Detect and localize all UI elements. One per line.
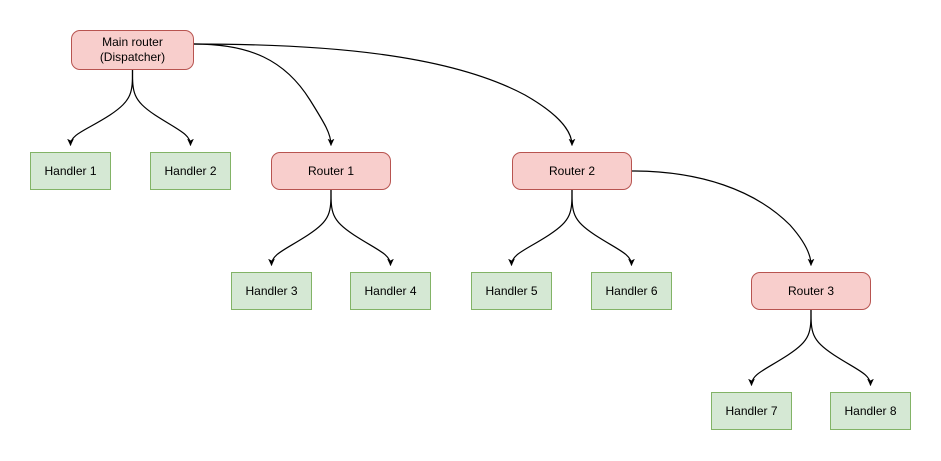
node-handler-8[interactable]: Handler 8 xyxy=(830,392,911,430)
node-handler-7[interactable]: Handler 7 xyxy=(711,392,792,430)
node-label-handler-1: Handler 1 xyxy=(44,163,97,178)
edge-router-1-to-handler-4 xyxy=(330,189,394,266)
node-label-handler-4: Handler 4 xyxy=(364,283,417,298)
node-label-main-router: Main router (Dispatcher) xyxy=(99,35,166,64)
node-label-router-3: Router 3 xyxy=(787,283,835,298)
node-label-handler-3: Handler 3 xyxy=(245,283,298,298)
edge-router-2-to-router-3 xyxy=(631,170,815,266)
edge-main-router-to-handler-1 xyxy=(67,69,134,146)
node-handler-2[interactable]: Handler 2 xyxy=(150,152,231,190)
edge-main-router-to-router-2 xyxy=(193,43,576,146)
node-router-1[interactable]: Router 1 xyxy=(271,152,391,190)
node-label-handler-7: Handler 7 xyxy=(725,403,778,418)
node-router-2[interactable]: Router 2 xyxy=(512,152,632,190)
edge-router-1-to-handler-3 xyxy=(268,189,332,266)
node-main-router[interactable]: Main router (Dispatcher) xyxy=(71,30,194,70)
node-router-3[interactable]: Router 3 xyxy=(751,272,871,310)
edge-main-router-to-router-1 xyxy=(193,43,335,146)
node-label-router-2: Router 2 xyxy=(548,163,596,178)
edge-router-3-to-handler-7 xyxy=(748,309,812,386)
edges-group xyxy=(67,43,874,386)
node-label-router-1: Router 1 xyxy=(307,163,355,178)
edge-router-2-to-handler-5 xyxy=(508,189,573,266)
node-handler-6[interactable]: Handler 6 xyxy=(591,272,672,310)
node-handler-3[interactable]: Handler 3 xyxy=(231,272,312,310)
edge-router-2-to-handler-6 xyxy=(571,189,635,266)
node-label-handler-6: Handler 6 xyxy=(605,283,658,298)
node-handler-4[interactable]: Handler 4 xyxy=(350,272,431,310)
node-label-handler-5: Handler 5 xyxy=(485,283,538,298)
node-handler-1[interactable]: Handler 1 xyxy=(30,152,111,190)
node-label-handler-2: Handler 2 xyxy=(164,163,217,178)
edge-router-3-to-handler-8 xyxy=(810,309,874,386)
node-label-handler-8: Handler 8 xyxy=(844,403,897,418)
edge-main-router-to-handler-2 xyxy=(131,69,194,146)
node-handler-5[interactable]: Handler 5 xyxy=(471,272,552,310)
